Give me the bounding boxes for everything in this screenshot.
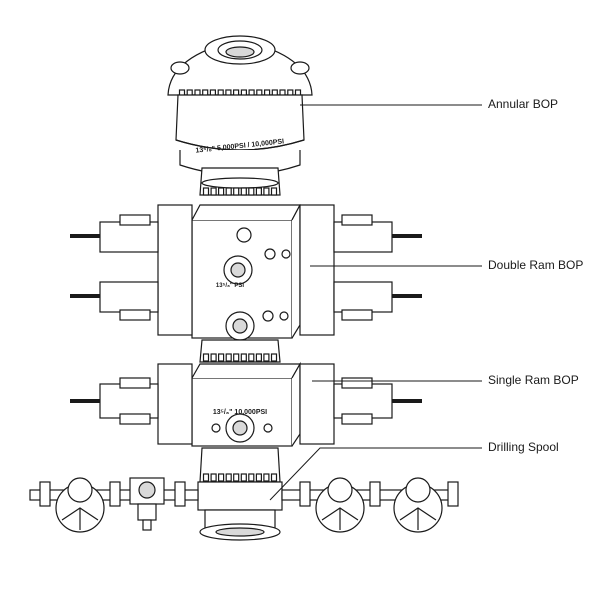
lower-actuator-left: [99, 281, 159, 313]
gauge-port-1: [264, 248, 276, 260]
bolt: [218, 473, 225, 482]
single-ram-bop: 13⁵/₈" 10,000PSI: [70, 361, 422, 447]
neck-bolt-ring: [202, 187, 278, 196]
leader-spool: [269, 447, 482, 501]
bolt: [202, 187, 210, 196]
single-actuator-right: [333, 383, 393, 419]
single-actuator-left: [99, 383, 159, 419]
bolt: [210, 473, 217, 482]
bolt: [202, 473, 210, 482]
label-double-ram-bop: Double Ram BOP: [488, 258, 584, 272]
bolt: [233, 473, 240, 482]
bolt: [255, 473, 262, 482]
spacer-bolt-ring: [202, 353, 278, 362]
bolt: [263, 353, 270, 362]
bolt: [225, 473, 232, 482]
label-annular-bop: Annular BOP: [488, 97, 559, 111]
bolt: [263, 473, 270, 482]
bolt: [255, 353, 262, 362]
bolt: [233, 187, 240, 196]
bolt: [270, 473, 278, 482]
bolt: [225, 187, 232, 196]
double-ram-bonnet-left: [157, 204, 193, 336]
bolt: [263, 187, 270, 196]
annular-body: [175, 94, 305, 151]
double-ram-bonnet-right: [299, 204, 335, 336]
single-ram-bonnet-left: [157, 363, 193, 445]
bolt: [210, 187, 217, 196]
lifting-eye-right: [290, 61, 310, 75]
upper-actuator-left: [99, 221, 159, 253]
bolt: [248, 187, 255, 196]
bolt: [270, 187, 278, 196]
bolt: [240, 187, 247, 196]
ram-port-top: [236, 227, 252, 243]
upper-actuator-right: [333, 221, 393, 253]
bolt: [202, 353, 210, 362]
hydraulic-valve: [129, 477, 186, 531]
gate-valve-1: [39, 477, 121, 533]
bolt: [225, 353, 232, 362]
bolt: [210, 353, 217, 362]
bolt: [270, 353, 278, 362]
bolt: [218, 353, 225, 362]
bolt: [240, 473, 247, 482]
double-ram-size-stamp: 13⁵/₈" PSI: [216, 283, 244, 289]
bolt: [255, 187, 262, 196]
spool-bolt-ring: [202, 473, 278, 482]
bolt: [218, 187, 225, 196]
lower-actuator-right: [333, 281, 393, 313]
label-single-ram-bop: Single Ram BOP: [488, 373, 579, 387]
gate-valve-2: [299, 477, 381, 533]
bolt: [240, 353, 247, 362]
bolt: [248, 353, 255, 362]
leader-lines: [269, 104, 482, 501]
single-ram-size-stamp: 13⁵/₈" 10,000PSI: [213, 409, 267, 416]
single-ram-bonnet-right: [299, 363, 335, 445]
gate-valve-3: [393, 477, 459, 533]
annular-bop: 13⁵/₈" 5,000PSI / 10,000PSI: [167, 35, 313, 196]
lifting-eye-left: [170, 61, 190, 75]
label-drilling-spool: Drilling Spool: [488, 440, 559, 454]
bolt: [248, 473, 255, 482]
spool-body: [197, 481, 283, 511]
bolt: [233, 353, 240, 362]
double-ram-bop: 13⁵/₈" PSI: [70, 204, 422, 363]
